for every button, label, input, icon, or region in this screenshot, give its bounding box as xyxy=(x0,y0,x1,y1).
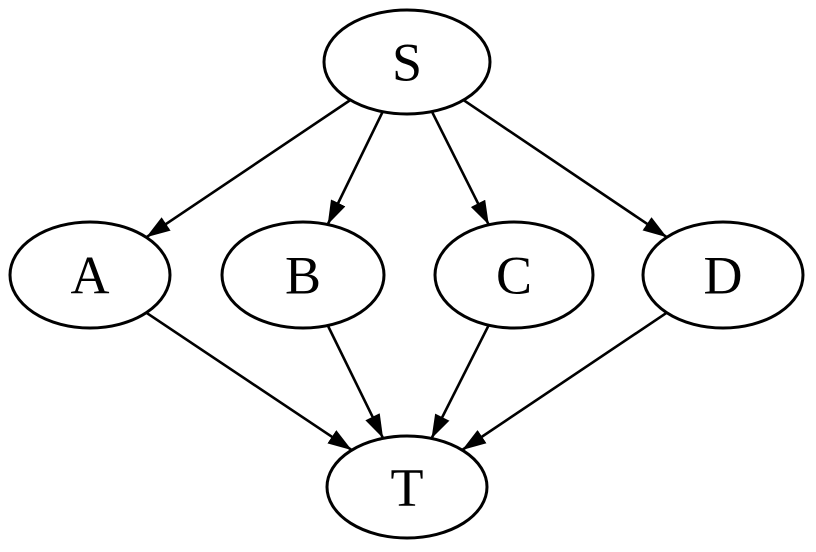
edge-S-B xyxy=(326,111,384,226)
node-T: T xyxy=(325,434,489,540)
edge-B-T xyxy=(326,324,385,439)
node-S: S xyxy=(322,8,492,116)
node-A-label: A xyxy=(71,245,110,305)
node-A: A xyxy=(8,220,172,330)
node-C: C xyxy=(433,220,595,330)
node-B-label: B xyxy=(285,245,321,305)
node-C-label: C xyxy=(496,245,532,305)
edge-D-T xyxy=(461,311,668,452)
edge-S-D xyxy=(462,99,668,239)
node-D: D xyxy=(641,220,805,330)
nodes-layer: S A B C D T xyxy=(8,8,805,540)
node-B-ellipse xyxy=(220,220,386,330)
node-A-ellipse xyxy=(8,220,172,330)
node-S-label: S xyxy=(392,32,422,92)
edge-A-T xyxy=(145,311,353,452)
edge-S-A xyxy=(145,98,352,239)
node-S-ellipse xyxy=(322,8,492,116)
node-D-label: D xyxy=(704,245,743,305)
node-C-ellipse xyxy=(433,220,595,330)
edge-C-T xyxy=(430,324,490,440)
edges-layer xyxy=(145,98,668,452)
node-T-ellipse xyxy=(325,434,489,540)
node-B: B xyxy=(220,220,386,330)
node-D-ellipse xyxy=(641,220,805,330)
edge-S-C xyxy=(430,111,490,226)
node-T-label: T xyxy=(391,457,424,517)
